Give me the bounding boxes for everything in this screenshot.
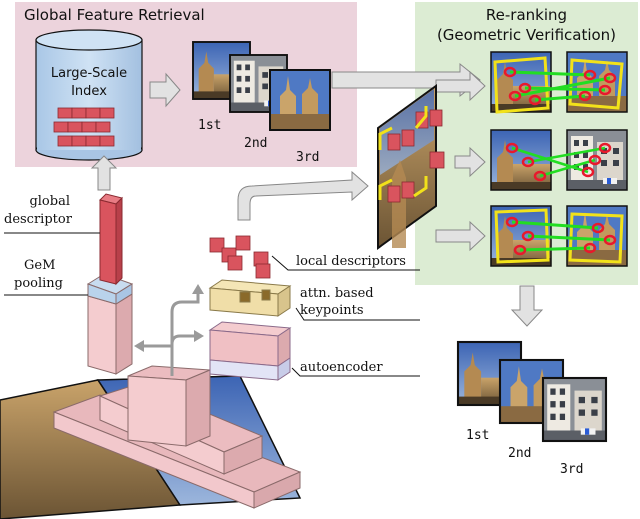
- gem-label-line2: pooling: [14, 276, 63, 291]
- autoencoder-slab: [208, 321, 292, 381]
- index-label-line2: Index: [71, 84, 107, 99]
- branch-arrow-heads: [134, 284, 204, 352]
- index-label-line1: Large-Scale: [50, 66, 128, 81]
- arrow-icon: [149, 72, 181, 108]
- index-feature-blocks: [53, 107, 115, 147]
- retrieved-photo-3rd: [269, 69, 331, 131]
- rerank-title-line1: Re-ranking: [485, 6, 568, 24]
- global-descriptor-label-line1: global: [29, 194, 70, 209]
- final-rank-1st: 1st: [466, 428, 490, 443]
- global-panel-title: Global Feature Retrieval: [24, 6, 205, 24]
- final-rank-2nd: 2nd: [508, 446, 532, 461]
- branch-arrows: [140, 292, 200, 376]
- arrow-icon: [237, 170, 369, 221]
- label-leader-lines: [4, 232, 420, 377]
- arrow-icon: [435, 70, 486, 102]
- rank-label-3rd: 3rd: [296, 150, 320, 165]
- local-descriptors-label: local descriptors: [296, 254, 406, 269]
- global-descriptor-block: [99, 193, 123, 286]
- backbone-cnn: [52, 365, 302, 509]
- rerank-pair-2: [490, 129, 628, 191]
- rerank-title-line2: (Geometric Verification): [436, 26, 617, 44]
- inlier-brackets: [378, 106, 428, 200]
- attention-keypoints-slab: [208, 279, 292, 317]
- gem-block: [86, 273, 134, 375]
- global-descriptor-label-line2: descriptor: [4, 212, 72, 227]
- attn-keypoints-label-line2: keypoints: [300, 303, 364, 318]
- final-photo-3rd: [541, 376, 608, 443]
- attn-keypoints-label-line1: attn. based: [300, 286, 374, 301]
- arrow-icon: [510, 285, 544, 327]
- autoencoder-label: autoencoder: [300, 360, 383, 375]
- arrow-icon: [435, 220, 486, 252]
- local-descriptor-cubes: [209, 235, 271, 279]
- rank-label-1st: 1st: [198, 118, 222, 133]
- arrow-icon: [90, 155, 118, 191]
- rank-label-2nd: 2nd: [244, 136, 268, 151]
- arrow-icon: [454, 146, 486, 178]
- gem-label-line1: GeM: [24, 258, 56, 273]
- rerank-pair-3: [490, 205, 628, 267]
- rerank-pair-1: [490, 51, 628, 114]
- final-rank-3rd: 3rd: [560, 462, 584, 477]
